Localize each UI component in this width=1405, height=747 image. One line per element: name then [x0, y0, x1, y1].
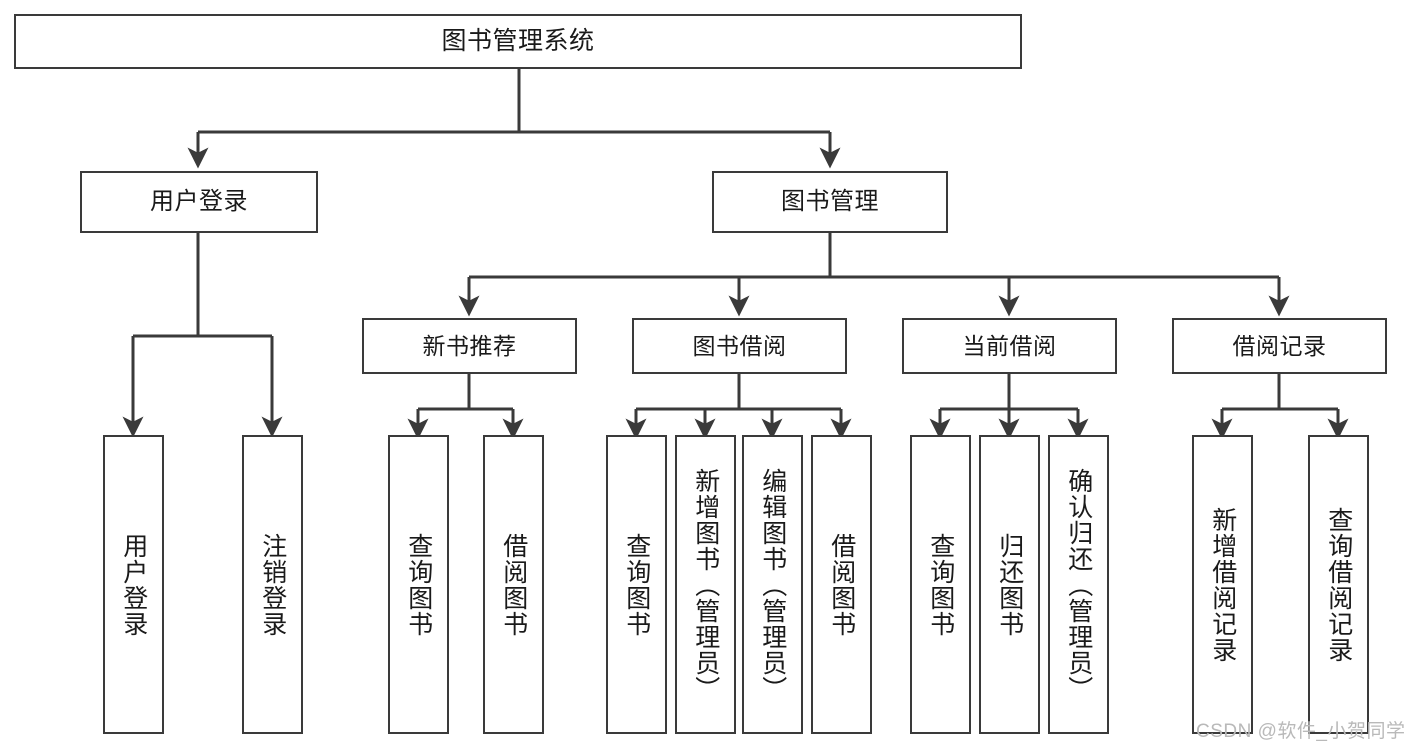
leaf-return-book[interactable]: 归还图书	[979, 435, 1040, 734]
leaf-add-borrow-record-label: 新增借阅记录	[1208, 506, 1237, 663]
leaf-confirm-return-admin-label: 确认归还（管理员）	[1064, 467, 1093, 702]
leaf-search-book-current[interactable]: 查询图书	[910, 435, 971, 734]
leaf-search-book-recommend[interactable]: 查询图书	[388, 435, 449, 734]
node-new-book-recommend-label: 新书推荐	[422, 332, 517, 359]
csdn-watermark: CSDN @软件_小贺同学	[1196, 721, 1405, 742]
leaf-search-book-recommend-label: 查询图书	[404, 532, 433, 637]
node-book-management-label: 图书管理	[781, 188, 879, 216]
leaf-search-borrow-record[interactable]: 查询借阅记录	[1308, 435, 1369, 734]
leaf-add-book-admin-label: 新增图书（管理员）	[691, 467, 720, 702]
node-book-management[interactable]: 图书管理	[712, 171, 948, 233]
node-borrow-record[interactable]: 借阅记录	[1172, 318, 1387, 374]
node-book-borrow-label: 图书借阅	[692, 332, 787, 359]
leaf-logout[interactable]: 注销登录	[242, 435, 303, 734]
leaf-search-book-borrow[interactable]: 查询图书	[606, 435, 667, 734]
leaf-user-login-label: 用户登录	[119, 532, 148, 637]
leaf-search-book-current-label: 查询图书	[926, 532, 955, 637]
leaf-borrow-book-label: 借阅图书	[827, 532, 856, 637]
node-borrow-record-label: 借阅记录	[1232, 332, 1327, 359]
node-user-login-label: 用户登录	[150, 188, 248, 216]
leaf-search-borrow-record-label: 查询借阅记录	[1324, 506, 1353, 663]
leaf-add-borrow-record[interactable]: 新增借阅记录	[1192, 435, 1253, 734]
node-root[interactable]: 图书管理系统	[14, 14, 1022, 69]
leaf-borrow-book-recommend-label: 借阅图书	[499, 532, 528, 637]
leaf-borrow-book-recommend[interactable]: 借阅图书	[483, 435, 544, 734]
node-book-borrow[interactable]: 图书借阅	[632, 318, 847, 374]
leaf-search-book-borrow-label: 查询图书	[622, 532, 651, 637]
leaf-user-login[interactable]: 用户登录	[103, 435, 164, 734]
leaf-edit-book-admin[interactable]: 编辑图书（管理员）	[742, 435, 803, 734]
node-root-label: 图书管理系统	[441, 27, 595, 56]
leaf-confirm-return-admin[interactable]: 确认归还（管理员）	[1048, 435, 1109, 734]
node-current-borrow[interactable]: 当前借阅	[902, 318, 1117, 374]
leaf-borrow-book[interactable]: 借阅图书	[811, 435, 872, 734]
leaf-edit-book-admin-label: 编辑图书（管理员）	[758, 467, 787, 702]
node-user-login[interactable]: 用户登录	[80, 171, 318, 233]
leaf-logout-label: 注销登录	[258, 532, 287, 637]
node-new-book-recommend[interactable]: 新书推荐	[362, 318, 577, 374]
leaf-return-book-label: 归还图书	[995, 532, 1024, 637]
leaf-add-book-admin[interactable]: 新增图书（管理员）	[675, 435, 736, 734]
node-current-borrow-label: 当前借阅	[962, 332, 1057, 359]
